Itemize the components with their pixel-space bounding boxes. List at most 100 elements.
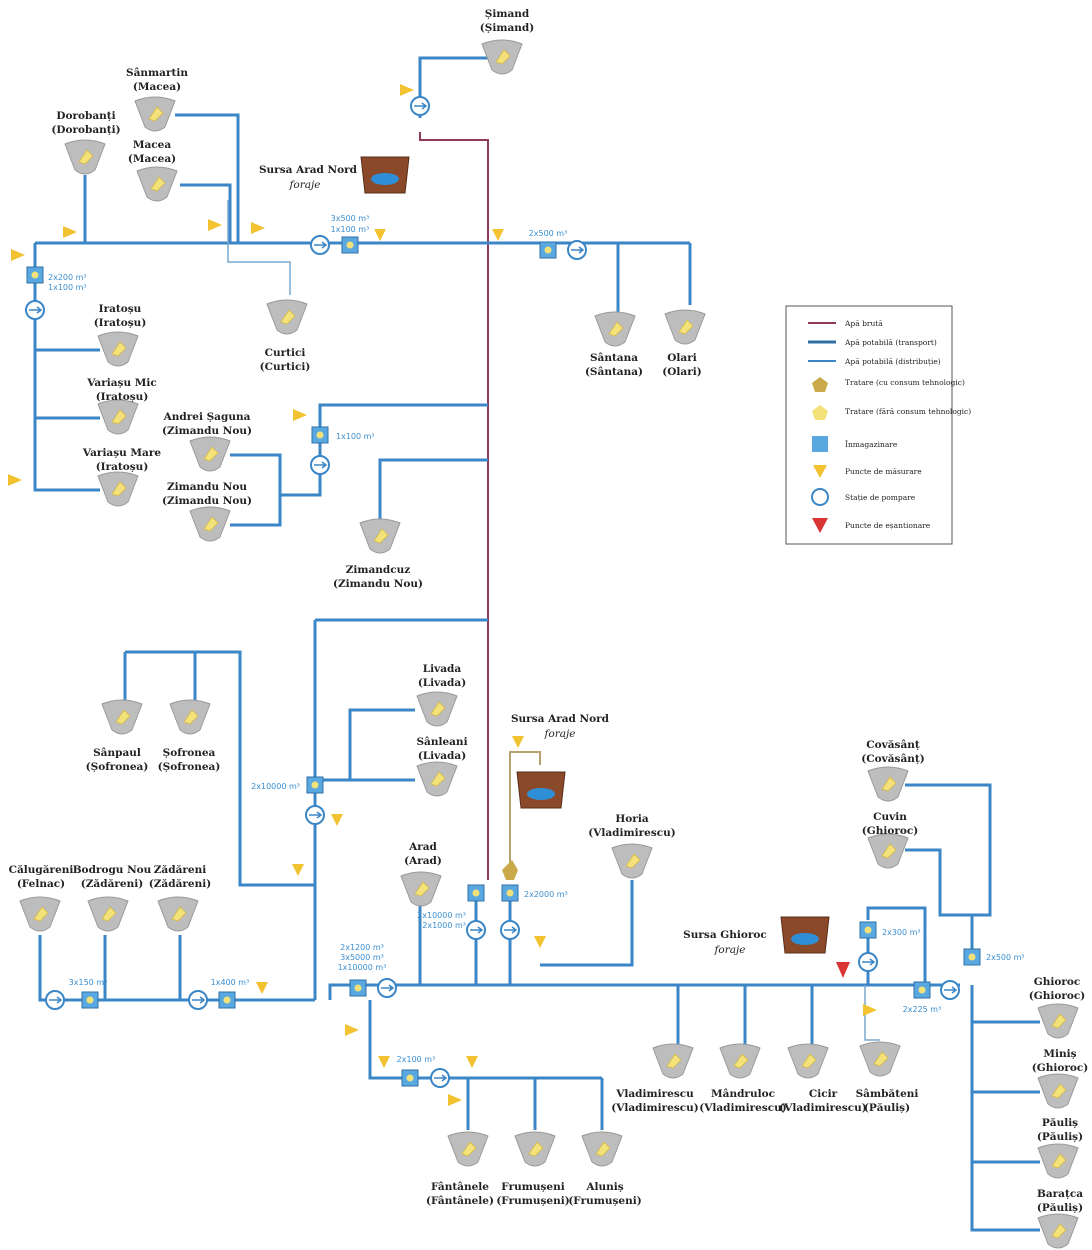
settlement-commune: (Curtici) [260,361,311,373]
settlement-commune: (Frumușeni) [568,1195,641,1207]
settlement-horia: Horia(Vladimirescu) [588,813,676,879]
storage-icon [539,241,557,259]
settlement-commune: (Olari) [662,366,701,378]
settlement-name: Zimandu Nou [167,481,247,493]
storage-icon [26,266,44,284]
capacity-label: 2x200 m³ [48,273,87,282]
settlement-bodrogu-nou: Bodrogu Nou(Zădăreni) [73,864,152,932]
capacity-label: 2x10000 m³ [251,782,300,791]
settlement-commune: (Macea) [128,153,176,165]
legend-label: Înmagazinare [845,440,898,449]
settlement-commune: (Șimand) [480,22,534,34]
settlement-commune: (Iratoșu) [96,461,149,473]
source-arad-nord-north: Sursa Arad Nord foraje [259,156,410,194]
storage-icon [341,236,359,254]
legend-item: Apă potabilă (transport) [808,338,937,347]
source-name: Sursa Arad Nord [259,164,358,176]
settlement-commune: (Ghioroc) [1032,1062,1088,1074]
measure-point-icon [11,249,25,261]
settlement-name: Zimandcuz [346,564,411,576]
capacity-label: 2x100 m³ [397,1055,436,1064]
capacity-label: 2x1000 m³ [422,921,466,930]
capacity-label: 2x500 m³ [986,953,1025,962]
legend-label: Puncte de măsurare [845,467,922,476]
settlement-name: Zădăreni [154,864,206,876]
capacity-label: 2x225 m³ [903,1005,942,1014]
capacity-label: 1x400 m³ [211,978,250,987]
settlement-name: Șimand [485,8,530,20]
settlement-name: Dorobanți [56,110,115,122]
pump-station-icon [811,488,829,506]
storage-icon [81,991,99,1009]
settlement-name: Andrei Șaguna [163,411,251,423]
measure-point-icon [251,222,265,234]
settlement-sanleani: Sânleani(Livada) [416,736,468,797]
settlement-commune: (Păuliș) [864,1102,910,1114]
storage-icon [311,426,329,444]
settlement-name: Miniș [1043,1048,1076,1060]
settlement-minis: Miniș (Ghioroc) [1032,1048,1088,1109]
treatment-icon [812,377,828,392]
pump-station-icon [377,978,397,998]
settlement-name: Barațca [1037,1188,1083,1200]
settlement-commune: (Zimandu Nou) [333,578,423,590]
settlement-name: Mândruloc [711,1088,775,1100]
settlement-santana: Sântana(Sântana) [585,311,643,378]
legend-label: Tratare (cu consum tehnologic) [845,378,965,387]
source-type: foraje [714,944,746,956]
settlement-commune: (Covăsânț) [861,753,924,765]
measure-point-icon [63,226,77,238]
capacity-label: 3x150 m³ [69,978,108,987]
settlement-frumuseni: Frumușeni(Frumușeni) [496,1131,570,1207]
settlement-commune: (Macea) [133,81,181,93]
settlement-name: Șofronea [163,747,216,759]
settlement-commune: (Vladimirescu) [779,1102,866,1114]
settlement-name: Păuliș [1042,1117,1078,1129]
sampling-point-icon [836,962,850,978]
settlement-name: Horia [615,813,648,825]
source-name: Sursa Arad Nord [511,713,610,725]
settlement-commune: (Zădăreni) [149,878,211,890]
capacity-labels: 3x500 m³ 1x100 m³ 2x500 m³ 2x200 m³ 1x10… [48,214,1025,1064]
settlement-zadareni: Zădăreni (Zădăreni) [149,864,211,932]
settlement-sambateni: Sâmbăteni(Păuliș) [856,1041,918,1114]
measure-point-icon [512,736,524,748]
legend-label: Tratare (fără consum tehnologic) [845,407,971,416]
pump-station-icon [500,920,520,940]
capacity-label: 2x10000 m³ [417,911,466,920]
source-name: Sursa Ghioroc [683,929,767,941]
storage-icon [467,884,485,902]
legend-item: Stație de pompare [811,488,916,506]
capacity-label: 2x500 m³ [529,229,568,238]
pump-station-icon [45,990,65,1010]
settlement-curtici: Curtici(Curtici) [260,299,311,373]
measure-points [8,84,877,1106]
treatment-light-icon [812,405,828,420]
capacity-label: 2x300 m³ [882,928,921,937]
legend-item: Apă brută [808,319,883,328]
settlement-commune: (Frumușeni) [496,1195,569,1207]
settlement-baratca: Barațca(Păuliș) [1037,1188,1083,1249]
sampling-point-icon [812,518,828,533]
measure-point-icon [345,1024,359,1036]
settlement-iratosu: Iratoșu(Iratoșu) [94,303,146,367]
measure-point-icon [293,409,307,421]
storage-icon [859,921,877,939]
settlement-andrei-saguna: Andrei Șaguna(Zimandu Nou) [162,411,252,472]
capacity-label: 3x500 m³ [331,214,370,223]
pump-station-icon [430,1068,450,1088]
settlement-name: Macea [133,139,172,151]
storage-icon [218,991,236,1009]
settlement-name: Fântânele [431,1181,489,1193]
measure-point-icon [863,1004,877,1016]
measure-point-icon [492,229,504,241]
legend-label: Apă potabilă (distribuție) [844,357,941,366]
pump-station-icon [310,455,330,475]
settlement-name: Sântana [590,352,638,364]
settlement-vladimirescu: Vladimirescu(Vladimirescu) [611,1043,699,1114]
settlement-name: Aluniș [585,1181,623,1193]
settlement-macea: Macea (Macea) [128,139,178,202]
measure-point-icon [534,936,546,948]
settlement-name: Cicir [809,1088,838,1100]
settlement-livada: Livada(Livada) [416,663,466,727]
